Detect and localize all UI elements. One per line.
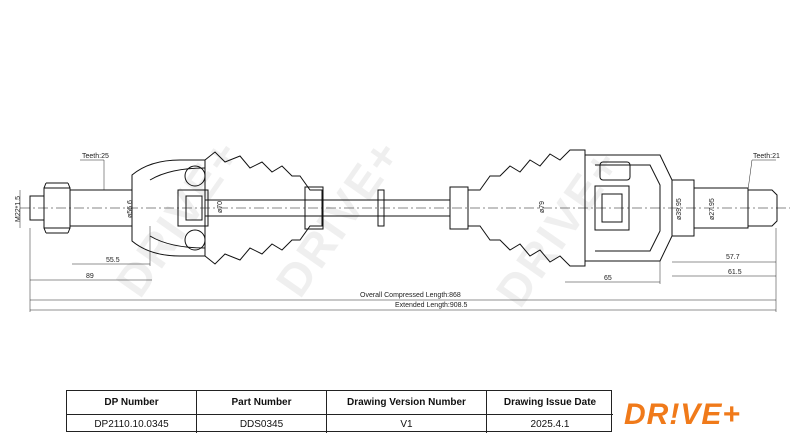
drive-logo: DR!VE+: [624, 398, 741, 430]
right-stub-end: [747, 189, 778, 227]
logo-text: DR!VE+: [624, 398, 741, 430]
watermark-2: DRIVE+: [266, 129, 412, 306]
dim-thread: M22*1.5: [15, 196, 22, 222]
dim-d79: ø79: [539, 201, 546, 213]
watermark-group: DRIVE+ DRIVE+ DRIVE+: [106, 129, 632, 316]
dim-89: 89: [86, 273, 94, 280]
dim-extended: Extended Length:908.5: [395, 302, 468, 309]
technical-drawing: DRIVE+ DRIVE+ DRIVE+: [15, 129, 790, 316]
left-boot: [204, 151, 323, 265]
dim-61-5: 61.5: [728, 269, 742, 276]
dim-65: 65: [604, 275, 612, 282]
right-boot-clamp: [449, 186, 469, 230]
dim-d70: ø70: [217, 201, 224, 213]
dim-teeth-right: Teeth:21: [753, 153, 780, 160]
header-dp-number: DP Number: [67, 391, 197, 415]
dim-compressed: Overall Compressed Length:868: [360, 292, 461, 299]
header-issue-date: Drawing Issue Date: [487, 391, 613, 415]
value-version: V1: [327, 415, 487, 433]
dim-55-5: 55.5: [106, 257, 120, 264]
dim-d27: ø27.95: [709, 198, 716, 220]
dim-57-7: 57.7: [726, 254, 740, 261]
dim-teeth-left: Teeth:25: [82, 153, 109, 160]
left-boot-clamp: [304, 186, 324, 230]
value-dp-number: DP2110.10.0345: [67, 415, 197, 433]
value-part-number: DDS0345: [197, 415, 327, 433]
header-part-number: Part Number: [197, 391, 327, 415]
dim-d39: ø39.95: [676, 198, 683, 220]
right-spline: [693, 187, 749, 229]
title-block: DP Number Part Number Drawing Version Nu…: [66, 390, 613, 433]
dim-d56: ø56.6: [127, 200, 134, 218]
left-cv-housing: [131, 159, 209, 257]
shaft-damper: [377, 189, 385, 227]
value-issue-date: 2025.4.1: [530, 418, 570, 430]
header-version: Drawing Version Number: [327, 391, 487, 415]
